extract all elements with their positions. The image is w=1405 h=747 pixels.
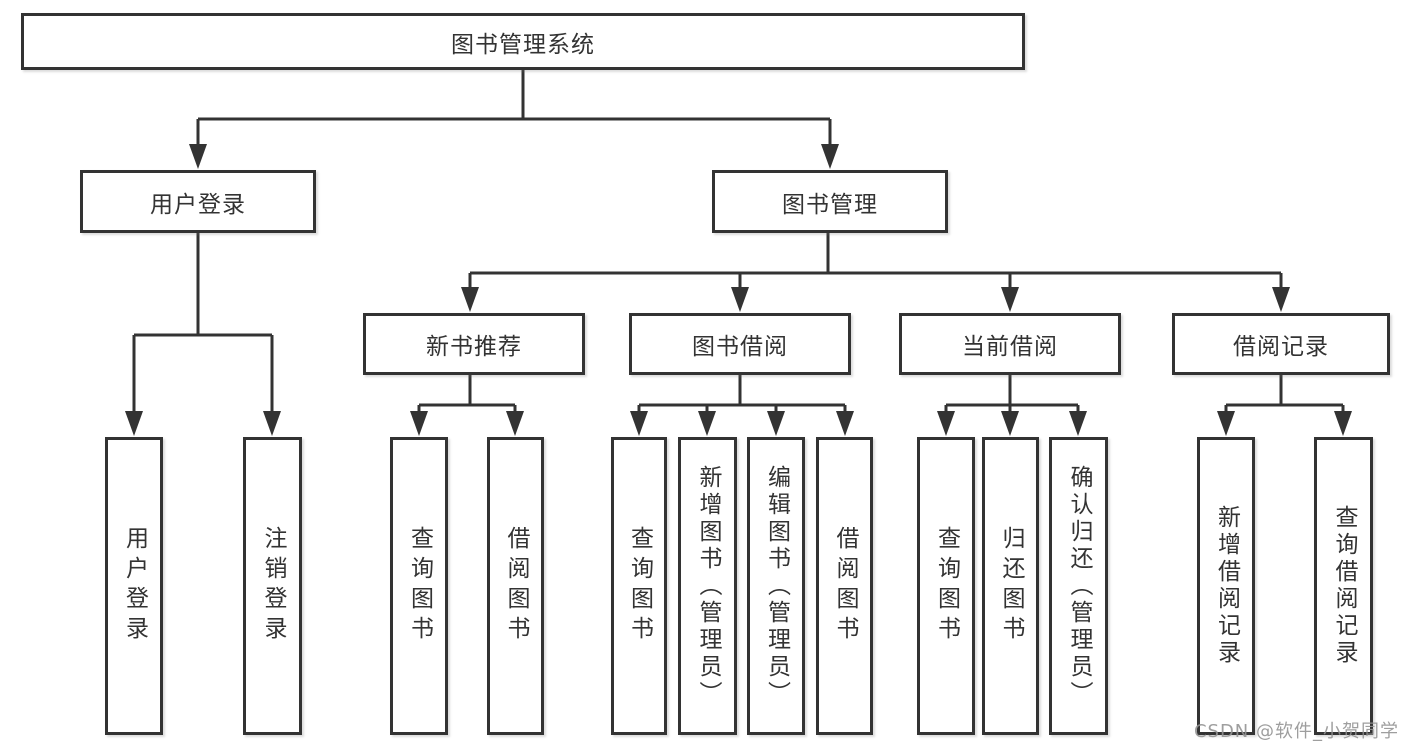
node-label: 新书推荐 — [426, 334, 522, 360]
node-label: 图书借阅 — [692, 334, 788, 360]
node-current-borrow: 当前借阅 — [899, 313, 1121, 375]
node-label: 图书管理 — [782, 191, 878, 218]
leaf-user-login: 用户登录 — [105, 437, 163, 735]
leaf-borrow-books-2: 借阅图书 — [816, 437, 873, 735]
leaf-query-borrow-record: 查询借阅记录 — [1314, 437, 1373, 735]
node-label: 当前借阅 — [962, 334, 1058, 360]
node-label: 查询借阅记录 — [1331, 505, 1357, 667]
leaf-confirm-return-admin: 确认归还（管理员） — [1049, 437, 1108, 735]
node-label: 用户登录 — [150, 191, 246, 218]
node-user-login-branch: 用户登录 — [80, 170, 316, 233]
node-label: 注销登录 — [260, 526, 286, 646]
node-book-management-branch: 图书管理 — [712, 170, 948, 233]
node-label: 确认归还（管理员） — [1066, 464, 1092, 708]
node-label: 用户登录 — [121, 526, 148, 646]
leaf-borrow-books-1: 借阅图书 — [487, 437, 544, 735]
node-label: 查询图书 — [933, 526, 960, 646]
node-label: 借阅图书 — [503, 526, 529, 646]
leaf-query-books-2: 查询图书 — [611, 437, 667, 735]
leaf-query-books-3: 查询图书 — [917, 437, 975, 735]
node-label: 借阅图书 — [832, 526, 858, 646]
leaf-logout: 注销登录 — [243, 437, 302, 735]
csdn-watermark: CSDN @软件_小贺同学 — [1193, 721, 1399, 742]
leaf-add-books-admin: 新增图书（管理员） — [678, 437, 737, 735]
node-root-system: 图书管理系统 — [21, 13, 1025, 70]
node-label: 查询图书 — [626, 526, 653, 646]
node-new-book-recommend: 新书推荐 — [363, 313, 585, 375]
node-label: 归还图书 — [998, 526, 1024, 646]
leaf-add-borrow-record: 新增借阅记录 — [1197, 437, 1255, 735]
node-book-borrow: 图书借阅 — [629, 313, 851, 375]
node-label: 查询图书 — [406, 526, 433, 646]
leaf-edit-books-admin: 编辑图书（管理员） — [747, 437, 805, 735]
leaf-query-books-1: 查询图书 — [390, 437, 448, 735]
node-label: 新增图书（管理员） — [695, 464, 721, 708]
leaf-return-books: 归还图书 — [982, 437, 1039, 735]
node-borrow-records: 借阅记录 — [1172, 313, 1390, 375]
node-label: 新增借阅记录 — [1213, 505, 1240, 667]
node-label: 编辑图书（管理员） — [763, 464, 790, 708]
node-label: 借阅记录 — [1233, 334, 1329, 360]
node-label: 图书管理系统 — [451, 31, 595, 58]
